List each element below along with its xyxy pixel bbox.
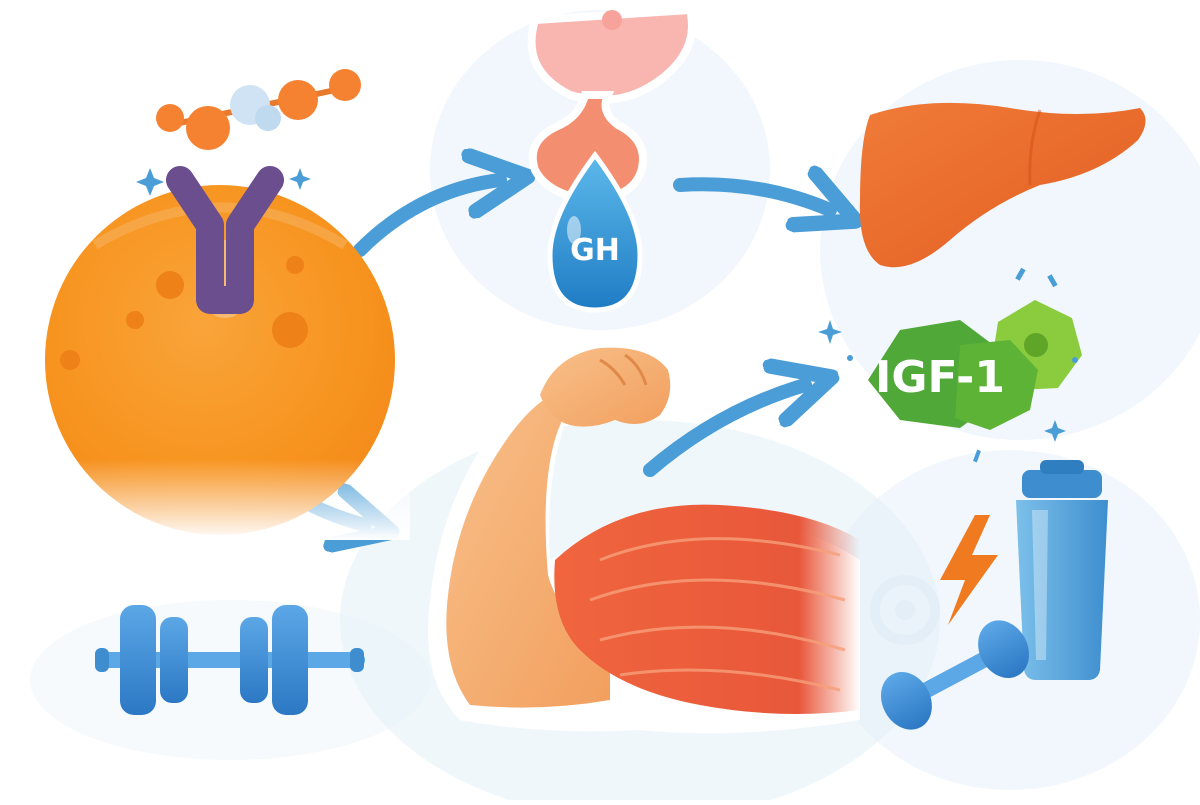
sparkle-icon bbox=[136, 168, 311, 196]
molecule-chain-icon bbox=[156, 69, 361, 150]
gh-label: GH bbox=[570, 233, 620, 268]
lightning-bolt-icon bbox=[940, 515, 998, 625]
pituitary-gland-icon bbox=[527, 5, 696, 205]
arrow-arm-to-igf bbox=[643, 385, 805, 477]
arrow-gh-to-liver bbox=[673, 184, 830, 210]
igf-1-hexagon-icon: IGF-1 bbox=[868, 300, 1082, 430]
dumbbell-icon bbox=[95, 605, 365, 715]
shaker-bottle-icon bbox=[1016, 460, 1108, 680]
dumbbell-icon bbox=[880, 620, 1030, 730]
gh-drop-icon: GH bbox=[547, 150, 643, 313]
igf-1-label: IGF-1 bbox=[875, 352, 1005, 403]
liver-icon bbox=[859, 102, 1146, 268]
cell-icon bbox=[40, 185, 410, 540]
weight-plate-icon bbox=[870, 575, 940, 645]
sparkle-icon bbox=[818, 267, 1078, 463]
receptor-icon bbox=[166, 166, 284, 318]
arrow-cell-to-gh bbox=[353, 180, 500, 257]
flexed-arm-muscle-icon bbox=[428, 347, 860, 734]
